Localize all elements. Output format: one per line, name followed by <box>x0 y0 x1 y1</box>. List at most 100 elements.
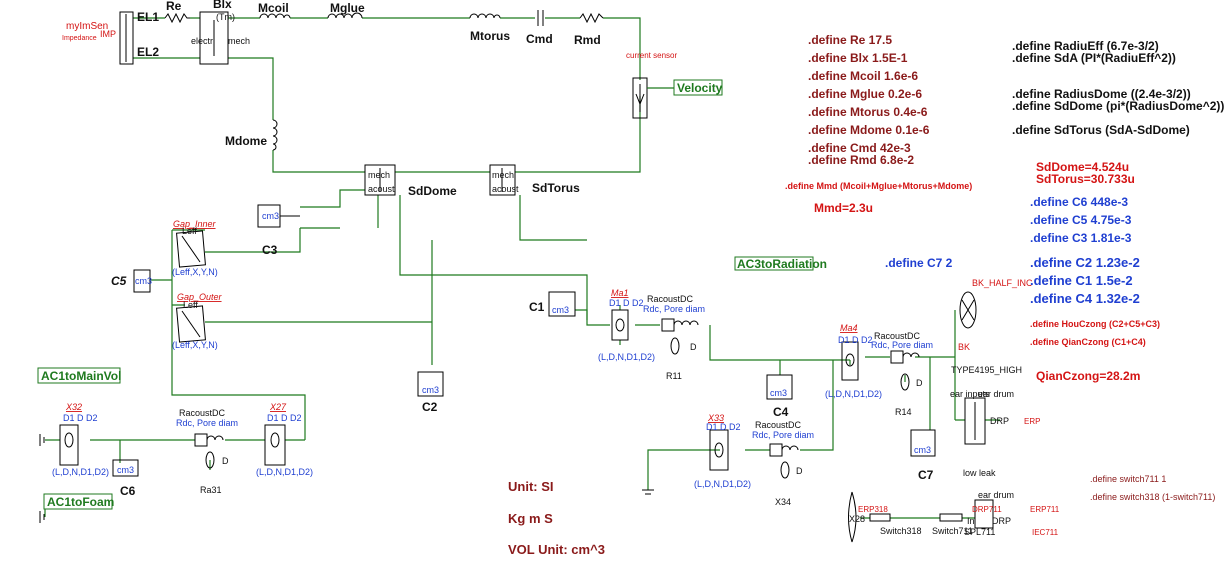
define-sddome: .define SdDome (pi*(RadiusDome^2)) <box>1012 99 1224 113</box>
label-mcoil: Mcoil <box>258 1 289 15</box>
impedance-sensor[interactable]: myImSen Impedance IMP EL1 EL2 <box>62 10 159 65</box>
unit-vol: VOL Unit: cm^3 <box>508 542 605 557</box>
svg-text:Velocity: Velocity <box>677 81 723 95</box>
label-x33-params: (L,D,N,D1,D2) <box>694 479 751 489</box>
racoustdc-r14[interactable]: RacoustDC Rdc, Pore diam D R14 <box>871 331 933 417</box>
bk-microphone[interactable]: BK_HALF_INC BK TYPE4195_HIGH <box>951 278 1033 375</box>
compliance-c4[interactable]: cm3 C4 <box>766 374 793 419</box>
label-c6: C6 <box>120 484 136 498</box>
label-myimsen: myImSen <box>66 21 108 32</box>
define-c1: .define C1 1.5e-2 <box>1030 273 1133 288</box>
label-c1: C1 <box>529 300 545 314</box>
inductor-mdome[interactable]: Mdome <box>225 119 278 151</box>
compliance-c5[interactable]: cm3 C5 <box>111 269 152 293</box>
define-c2: .define C2 1.23e-2 <box>1030 255 1140 270</box>
label-sddome: SdDome <box>408 184 457 198</box>
define-radiueff: .define RadiuEff (6.7e-3/2) <box>1012 39 1159 53</box>
tube-ma1[interactable]: Ma1 D1 D D2 (L,D,N,D1,D2) <box>598 288 655 362</box>
label-r14-rdc: Rdc, Pore diam <box>871 340 933 350</box>
define-switch711: .define switch711 1 <box>1090 474 1166 484</box>
capacitor-cmd[interactable]: Cmd <box>526 10 553 46</box>
tube-x32[interactable]: X32 D1 D D2 (L,D,N,D1,D2) <box>52 402 109 477</box>
compliance-c6[interactable]: cm3 C6 <box>112 459 139 498</box>
gap-outer-tube[interactable]: Gap_Outer Leff (Leff,X,Y,N) <box>172 292 223 350</box>
label-gap-outer-params: (Leff,X,Y,N) <box>172 340 218 350</box>
label-cm3-c2: cm3 <box>422 385 439 395</box>
net-label-velocity[interactable]: Velocity <box>673 79 723 96</box>
tag-sddome-acoust: acoust <box>368 184 395 194</box>
label-x34-racoustdc: RacoustDC <box>755 420 802 430</box>
racoustdc-r11[interactable]: RacoustDC Rdc, Pore diam D R11 <box>643 294 705 381</box>
racoustdc-x34[interactable]: RacoustDC Rdc, Pore diam D X34 <box>752 420 814 507</box>
net-label-ac3toradiation[interactable]: AC3toRadiation <box>734 256 827 271</box>
label-r11-rdc: Rdc, Pore diam <box>643 304 705 314</box>
label-electr: electr <box>191 36 213 46</box>
label-switch318: Switch318 <box>880 526 922 536</box>
label-c4: C4 <box>773 405 789 419</box>
label-ma1: Ma1 <box>611 288 629 298</box>
gap-inner-tube[interactable]: Gap_Inner Leff (Leff,X,Y,N) <box>172 219 218 277</box>
label-cm3-c4: cm3 <box>770 388 787 398</box>
label-rmd: Rmd <box>574 33 601 47</box>
label-cm3-c1: cm3 <box>552 305 569 315</box>
label-r11-d: D <box>690 342 697 352</box>
label-bk-half: BK_HALF_INC <box>972 278 1033 288</box>
define-c5: .define C5 4.75e-3 <box>1030 213 1132 227</box>
net-label-ac1tomainvol[interactable]: AC1toMainVol <box>37 367 121 384</box>
compliance-c7[interactable]: cm3 C7 <box>910 429 936 482</box>
label-in: In <box>967 516 975 526</box>
switch-network[interactable]: ERP318 X28 Switch318 Switch711 DRP711 SP… <box>848 490 1060 543</box>
label-mech: mech <box>228 36 250 46</box>
label-c3: C3 <box>262 243 278 257</box>
resistor-re[interactable]: Re <box>164 0 190 24</box>
current-sensor[interactable]: current sensor <box>626 51 677 119</box>
tube-ma4[interactable]: Ma4 D1 D D2 (L,D,N,D1,D2) <box>825 323 882 399</box>
tag-sdtorus-acoust: acoust <box>492 184 519 194</box>
transformer-sdtorus[interactable]: SdTorus <box>489 164 580 196</box>
define-c4: .define C4 1.32e-2 <box>1030 291 1140 306</box>
label-spl711: SPL711 <box>964 527 995 537</box>
label-gap-inner-params: (Leff,X,Y,N) <box>172 267 218 277</box>
transformer-blx[interactable]: Blx (Tm) electr mech <box>191 0 250 65</box>
label-type4195: TYPE4195_HIGH <box>951 365 1022 375</box>
unit-kgms: Kg m S <box>508 511 553 526</box>
label-gap-inner-leff: Leff <box>182 226 197 236</box>
compliance-c3[interactable]: cm3 C3 <box>257 204 300 257</box>
compliance-c1[interactable]: cm3 C1 <box>529 291 576 317</box>
label-x33-d: D1 D D2 <box>706 422 741 432</box>
label-drp: DRP <box>990 416 1009 426</box>
inductor-mglue[interactable]: Mglue <box>327 1 365 19</box>
define-c3: .define C3 1.81e-3 <box>1030 231 1132 245</box>
tube-x27[interactable]: X27 D1 D D2 (L,D,N,D1,D2) <box>256 402 313 477</box>
label-ma4-params: (L,D,N,D1,D2) <box>825 389 882 399</box>
resistor-rmd[interactable]: Rmd <box>574 12 604 47</box>
label-gap-inner: Gap_Inner <box>173 219 217 229</box>
label-iec711: IEC711 <box>1032 528 1059 537</box>
tube-x33[interactable]: X33 D1 D D2 (L,D,N,D1,D2) <box>694 413 751 489</box>
label-ra31-rdc: Rdc, Pore diam <box>176 418 238 428</box>
label-x28: X28 <box>849 514 865 524</box>
label-bk: BK <box>958 342 970 352</box>
compliance-c2[interactable]: cm3 C2 <box>417 371 444 414</box>
label-x34-rdc: Rdc, Pore diam <box>752 430 814 440</box>
define-houczong: .define HouCzong (C2+C5+C3) <box>1030 319 1160 329</box>
value-qianczong: QianCzong=28.2m <box>1036 369 1140 383</box>
label-cm3-c6: cm3 <box>117 465 134 475</box>
racoustdc-ra31[interactable]: RacoustDC Rdc, Pore diam D Ra31 <box>176 408 238 495</box>
label-mtorus: Mtorus <box>470 29 510 43</box>
label-imp: IMP <box>100 29 116 39</box>
define-mglue: .define Mglue 0.2e-6 <box>808 87 922 101</box>
net-label-ac1tofoam[interactable]: AC1toFoam <box>43 493 114 510</box>
define-mtorus: .define Mtorus 0.4e-6 <box>808 105 928 119</box>
transformer-sddome[interactable]: SdDome <box>364 164 457 198</box>
inductor-mcoil[interactable]: Mcoil <box>258 1 291 19</box>
define-re: .define Re 17.5 <box>808 33 892 47</box>
define-cmd: .define Cmd 42e-3 <box>808 141 911 155</box>
label-erp318: ERP318 <box>858 505 888 514</box>
value-sdtorus: SdTorus=30.733u <box>1036 172 1135 186</box>
ear-simulator[interactable]: ear inputs ear drum DRP ERP low leak <box>950 389 1040 478</box>
label-ra31-racoustdc: RacoustDC <box>179 408 226 418</box>
inductor-mtorus[interactable]: Mtorus <box>469 13 510 43</box>
label-r14-racoustdc: RacoustDC <box>874 331 921 341</box>
label-r14: R14 <box>895 407 912 417</box>
